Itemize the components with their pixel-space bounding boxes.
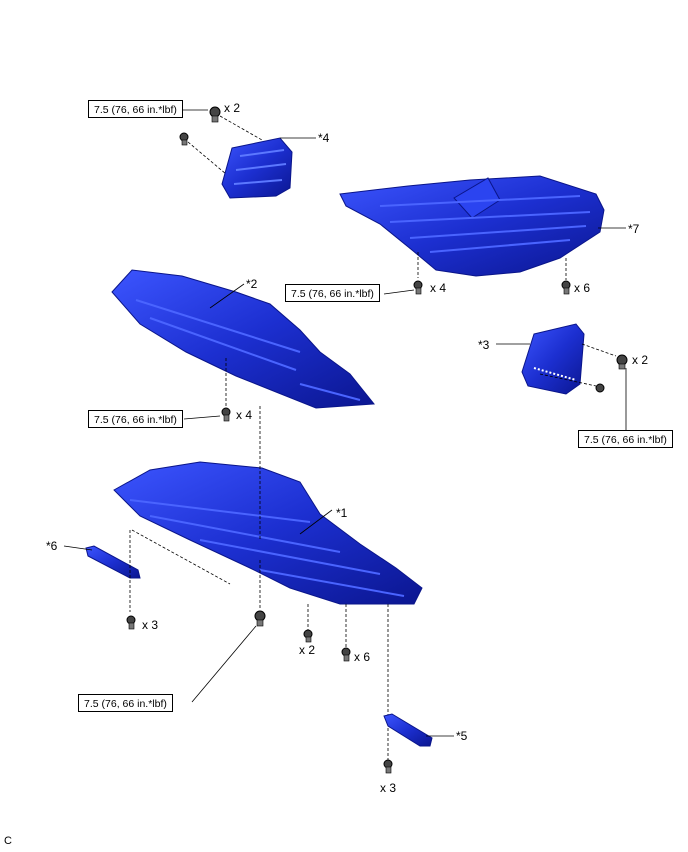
quantity-label: x 2: [224, 101, 241, 115]
torque-spec-box: 7.5 (76, 66 in.*lbf): [88, 100, 183, 118]
torque-spec-box: 7.5 (76, 66 in.*lbf): [88, 410, 183, 428]
part-label-7: *7: [628, 222, 640, 236]
part-label-2: *2: [246, 277, 258, 291]
bolt-icon: [126, 615, 136, 630]
bolt-icon: [254, 610, 266, 627]
part-3-cover: [521, 323, 585, 395]
quantity-label: x 3: [142, 618, 159, 632]
part-label-1: *1: [336, 506, 348, 520]
quantity-label: x 2: [632, 353, 649, 367]
bolt-icon: [209, 106, 221, 123]
quantity-label: x 2: [299, 643, 316, 657]
bolt-icon: [341, 647, 351, 662]
bolt-icon: [561, 280, 571, 295]
bolt-icon: [413, 280, 423, 295]
torque-spec-box: 7.5 (76, 66 in.*lbf): [578, 430, 673, 448]
part-label-4: *4: [318, 131, 330, 145]
part-4-cover: [221, 137, 293, 199]
bolt-icon: [179, 132, 189, 146]
part-6-strip: [85, 545, 141, 579]
part-1-undercover: [113, 461, 423, 605]
bolt-icon: [616, 354, 628, 370]
part-label-5: *5: [456, 729, 468, 743]
quantity-label: x 4: [236, 408, 253, 422]
bolt-icon: [303, 629, 313, 643]
torque-spec-box: 7.5 (76, 66 in.*lbf): [285, 284, 380, 302]
torque-spec-box: 7.5 (76, 66 in.*lbf): [78, 694, 173, 712]
bolt-icon: [221, 407, 231, 422]
part-5-strip: [383, 713, 433, 747]
part-label-3: *3: [478, 338, 490, 352]
quantity-label: x 6: [574, 281, 591, 295]
bolt-icon: [595, 383, 605, 393]
bolt-icon: [383, 759, 393, 774]
quantity-label: x 4: [430, 281, 447, 295]
quantity-label: x 3: [380, 781, 397, 795]
quantity-label: x 6: [354, 650, 371, 664]
part-label-6: *6: [46, 539, 58, 553]
part-2-cover: [111, 269, 375, 409]
part-7-undercover: [339, 175, 605, 277]
figure-code: C: [4, 835, 12, 847]
